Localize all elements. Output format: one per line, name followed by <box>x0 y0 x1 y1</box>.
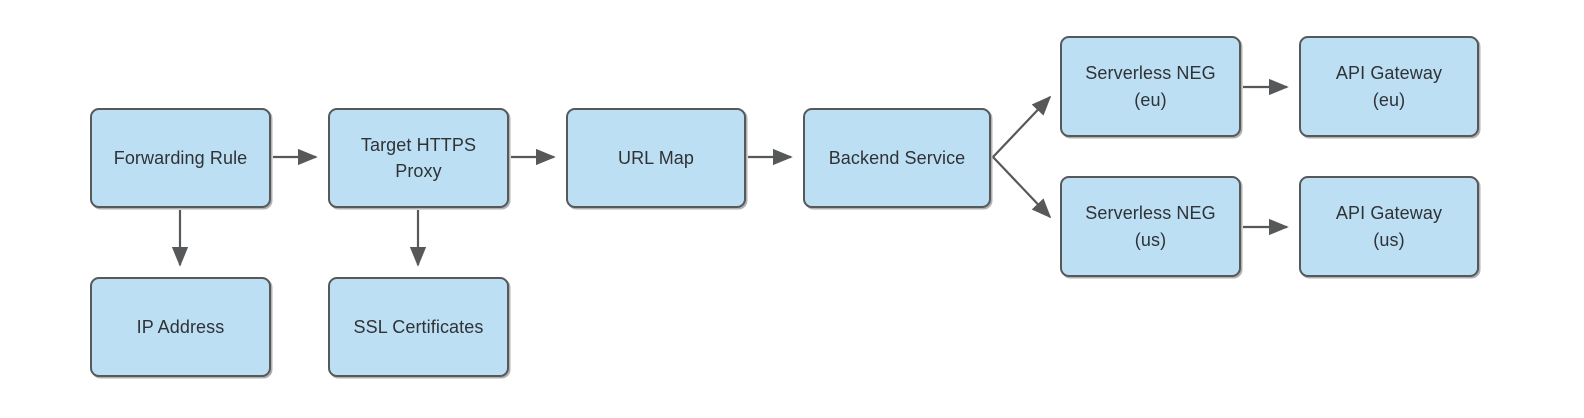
node-label-target-https-proxy: Target HTTPS Proxy <box>360 134 477 181</box>
node-target-https-proxy[interactable]: Target HTTPS Proxy <box>328 108 509 208</box>
node-label-backend-service: Backend Service <box>828 147 966 168</box>
node-label-url-map: URL Map <box>617 147 695 168</box>
node-api-gateway-eu[interactable]: API Gateway (eu) <box>1299 36 1479 137</box>
node-ssl-certificates[interactable]: SSL Certificates <box>328 277 509 377</box>
node-serverless-neg-eu[interactable]: Serverless NEG (eu) <box>1060 36 1241 137</box>
node-backend-service[interactable]: Backend Service <box>803 108 991 208</box>
node-forwarding-rule[interactable]: Forwarding Rule <box>90 108 271 208</box>
node-api-gateway-us[interactable]: API Gateway (us) <box>1299 176 1479 277</box>
node-url-map[interactable]: URL Map <box>566 108 746 208</box>
node-label-serverless-neg-us: Serverless NEG (us) <box>1085 203 1216 250</box>
node-label-api-gateway-eu: API Gateway (eu) <box>1335 63 1443 110</box>
node-ip-address[interactable]: IP Address <box>90 277 271 377</box>
node-label-ip-address: IP Address <box>136 316 225 337</box>
node-label-ssl-certificates: SSL Certificates <box>353 316 484 337</box>
node-label-serverless-neg-eu: Serverless NEG (eu) <box>1085 63 1216 110</box>
edge-backend-to-neg-us <box>992 156 1052 219</box>
node-label-forwarding-rule: Forwarding Rule <box>113 147 248 168</box>
node-serverless-neg-us[interactable]: Serverless NEG (us) <box>1060 176 1241 277</box>
node-label-api-gateway-us: API Gateway (us) <box>1335 203 1443 250</box>
edge-backend-to-neg-eu <box>992 95 1052 158</box>
